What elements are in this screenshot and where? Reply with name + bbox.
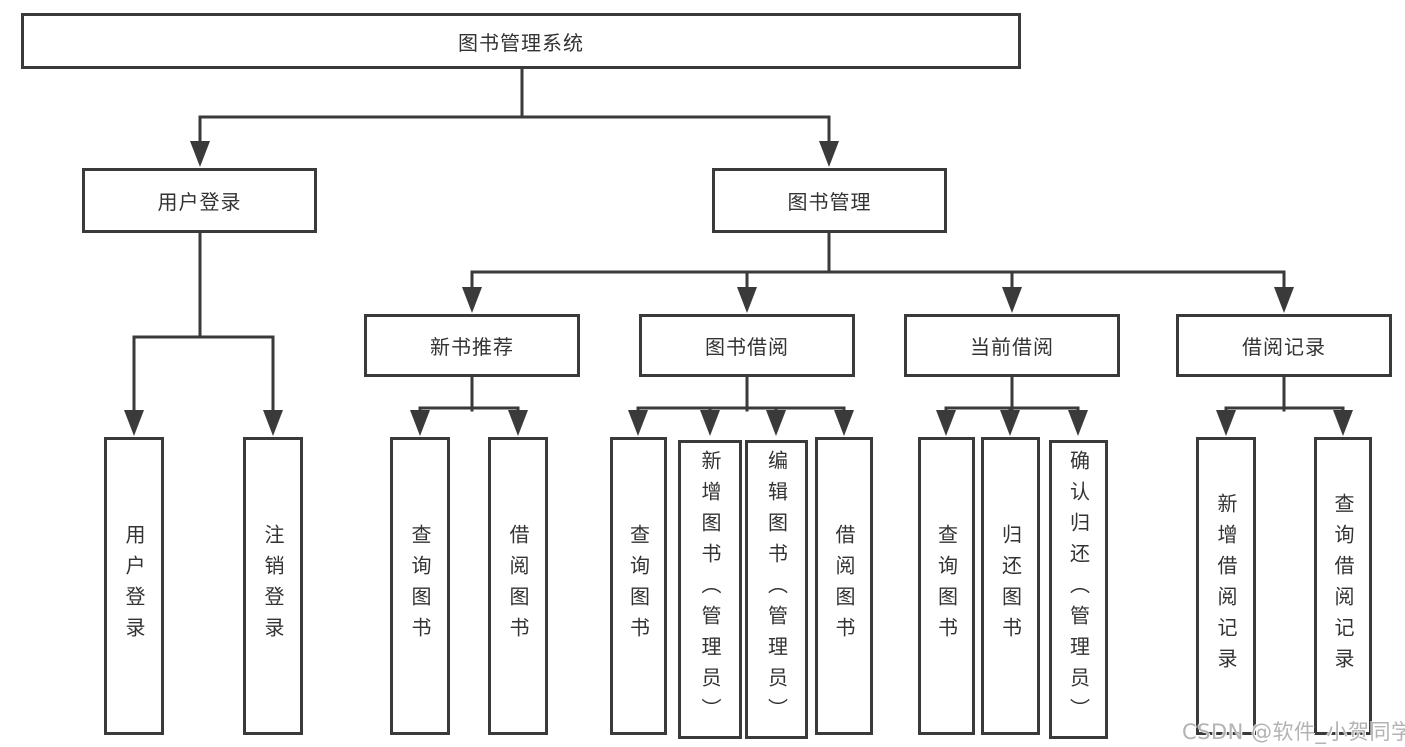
arrowhead-down-icon bbox=[1333, 410, 1353, 436]
arrowhead-down-icon bbox=[1002, 287, 1022, 313]
arrowhead-down-icon bbox=[190, 141, 210, 167]
leaf-node-label: 借阅图书 bbox=[506, 524, 530, 648]
leaf-node-borrow-books: 借阅图书 bbox=[488, 437, 548, 735]
leaf-node-label: 编辑图书（管理员） bbox=[764, 450, 789, 729]
arrowhead-down-icon bbox=[1216, 410, 1236, 436]
leaf-node-label: 查询图书 bbox=[408, 524, 432, 648]
arrowhead-down-icon bbox=[628, 410, 648, 436]
branch-node-user-login: 用户登录 bbox=[82, 168, 317, 233]
arrowhead-down-icon bbox=[263, 410, 283, 436]
module-node-book-borrow: 图书借阅 bbox=[639, 314, 855, 377]
leaf-node-user-login: 用户登录 bbox=[104, 437, 164, 735]
leaf-node-logout-login: 注销登录 bbox=[243, 437, 303, 735]
module-node-new-book-recommend: 新书推荐 bbox=[364, 314, 580, 377]
leaf-node-edit-books-admin: 编辑图书（管理员） bbox=[745, 440, 808, 739]
leaf-node-label: 查询图书 bbox=[934, 524, 959, 648]
arrowhead-down-icon bbox=[1000, 410, 1020, 436]
leaf-node-add-books-admin: 新增图书（管理员） bbox=[678, 440, 742, 739]
root-node-label: 图书管理系统 bbox=[458, 30, 584, 55]
leaf-node-label: 用户登录 bbox=[122, 524, 146, 648]
arrowhead-down-icon bbox=[124, 410, 144, 436]
module-node-label: 图书借阅 bbox=[705, 335, 789, 359]
leaf-node-label: 确认归还（管理员） bbox=[1066, 450, 1091, 729]
arrowhead-down-icon bbox=[462, 287, 482, 313]
leaf-node-search-books: 查询图书 bbox=[610, 437, 667, 735]
module-node-current-borrow: 当前借阅 bbox=[904, 314, 1120, 377]
branch-node-label: 图书管理 bbox=[787, 190, 872, 214]
csdn-watermark: CSDN @软件_小贺同学 bbox=[1182, 720, 1405, 744]
arrowhead-down-icon bbox=[737, 287, 757, 313]
leaf-node-search-books: 查询图书 bbox=[390, 437, 450, 735]
module-node-borrow-record: 借阅记录 bbox=[1176, 314, 1392, 377]
leaf-node-search-borrow-record: 查询借阅记录 bbox=[1314, 437, 1372, 735]
leaf-node-add-borrow-record: 新增借阅记录 bbox=[1196, 437, 1256, 735]
module-node-label: 借阅记录 bbox=[1242, 335, 1326, 359]
root-node-library-management-system: 图书管理系统 bbox=[21, 13, 1021, 69]
module-node-label: 新书推荐 bbox=[430, 335, 514, 359]
leaf-node-label: 查询图书 bbox=[626, 524, 651, 648]
branch-node-label: 用户登录 bbox=[157, 190, 242, 214]
arrowhead-down-icon bbox=[1274, 287, 1294, 313]
leaf-node-label: 注销登录 bbox=[261, 524, 285, 648]
module-node-label: 当前借阅 bbox=[970, 335, 1054, 359]
leaf-node-return-books: 归还图书 bbox=[981, 437, 1040, 735]
leaf-node-label: 归还图书 bbox=[998, 524, 1023, 648]
leaf-node-borrow-books: 借阅图书 bbox=[815, 437, 873, 735]
arrowhead-down-icon bbox=[766, 410, 786, 436]
leaf-node-search-books: 查询图书 bbox=[918, 437, 975, 735]
arrowhead-down-icon bbox=[819, 141, 839, 167]
arrowhead-down-icon bbox=[700, 410, 720, 436]
arrowhead-down-icon bbox=[834, 410, 854, 436]
leaf-node-label: 新增借阅记录 bbox=[1214, 493, 1238, 679]
arrowhead-down-icon bbox=[410, 410, 430, 436]
leaf-node-label: 新增图书（管理员） bbox=[698, 450, 722, 729]
arrowhead-down-icon bbox=[936, 410, 956, 436]
leaf-node-label: 查询借阅记录 bbox=[1331, 493, 1355, 679]
arrowhead-down-icon bbox=[508, 410, 528, 436]
branch-node-book-management: 图书管理 bbox=[712, 168, 947, 233]
leaf-node-confirm-return-admin: 确认归还（管理员） bbox=[1049, 440, 1108, 739]
arrowhead-down-icon bbox=[1068, 410, 1088, 436]
leaf-node-label: 借阅图书 bbox=[832, 524, 856, 648]
